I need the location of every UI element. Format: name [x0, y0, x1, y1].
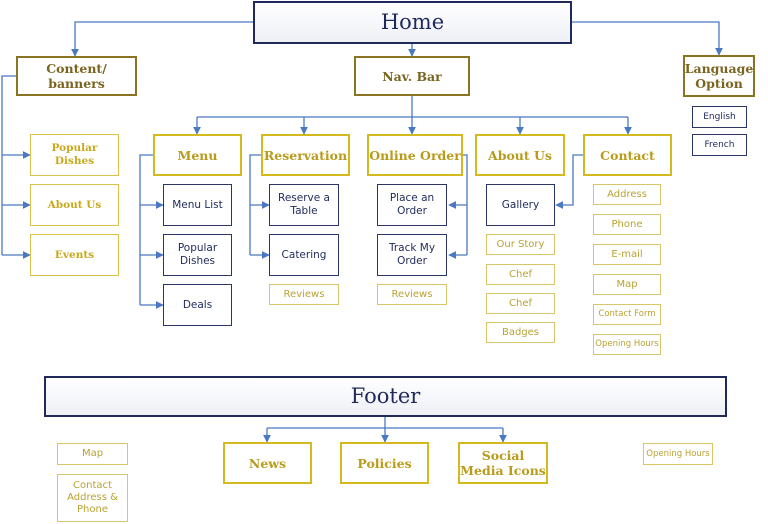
- contact-node: Contact: [583, 134, 672, 176]
- link-online-trunk: [463, 154, 468, 255]
- reservation-reviews: Reviews: [269, 284, 339, 305]
- content-popular-dishes: Popular Dishes: [30, 134, 119, 176]
- link-content-trunk: [1, 75, 16, 255]
- about-our-story: Our Story: [486, 234, 555, 255]
- footer-map: Map: [57, 443, 128, 465]
- content-events: Events: [30, 234, 119, 276]
- contact-email: E-mail: [593, 244, 661, 265]
- home-node: Home: [253, 1, 572, 44]
- about-badges: Badges: [486, 322, 555, 343]
- language-english: English: [692, 106, 747, 128]
- about-chef-2: Chef: [486, 293, 555, 314]
- about-us-node: About Us: [475, 134, 565, 176]
- contact-form: Contact Form: [593, 304, 661, 325]
- footer-node: Footer: [44, 376, 727, 417]
- link-home-content: [71, 21, 253, 57]
- menu-list-item: Menu List: [163, 184, 232, 226]
- language-option-node: Language Option: [683, 55, 755, 97]
- online-order-node: Online Order: [367, 134, 463, 176]
- footer-contact-address-phone: Contact Address & Phone: [57, 474, 128, 522]
- reservation-node: Reservation: [261, 134, 350, 176]
- gallery-item: Gallery: [486, 184, 555, 226]
- catering-item: Catering: [269, 234, 339, 276]
- reserve-table-item: Reserve a Table: [269, 184, 339, 226]
- menu-popular-dishes-item: Popular Dishes: [163, 234, 232, 276]
- menu-node: Menu: [153, 134, 242, 176]
- footer-opening-hours: Opening Hours: [643, 443, 713, 465]
- contact-opening-hours: Opening Hours: [593, 334, 661, 355]
- link-menu-trunk: [139, 154, 153, 305]
- link-reservation-trunk: [249, 154, 261, 255]
- contact-phone: Phone: [593, 214, 661, 235]
- link-home-language: [572, 21, 723, 56]
- online-order-reviews: Reviews: [377, 284, 447, 305]
- track-order-item: Track My Order: [377, 234, 447, 276]
- language-french: French: [692, 134, 747, 156]
- footer-social-media-icons: Social Media Icons: [458, 442, 548, 484]
- link-contact-gallery: [555, 154, 583, 209]
- menu-deals-item: Deals: [163, 284, 232, 326]
- content-banners-node: Content/ banners: [16, 56, 137, 96]
- contact-map: Map: [593, 274, 661, 295]
- contact-address: Address: [593, 184, 661, 205]
- nav-bar-node: Nav. Bar: [354, 56, 470, 96]
- content-about-us: About Us: [30, 184, 119, 226]
- about-chef-1: Chef: [486, 264, 555, 285]
- footer-policies: Policies: [340, 442, 429, 484]
- footer-news: News: [223, 442, 312, 484]
- place-order-item: Place an Order: [377, 184, 447, 226]
